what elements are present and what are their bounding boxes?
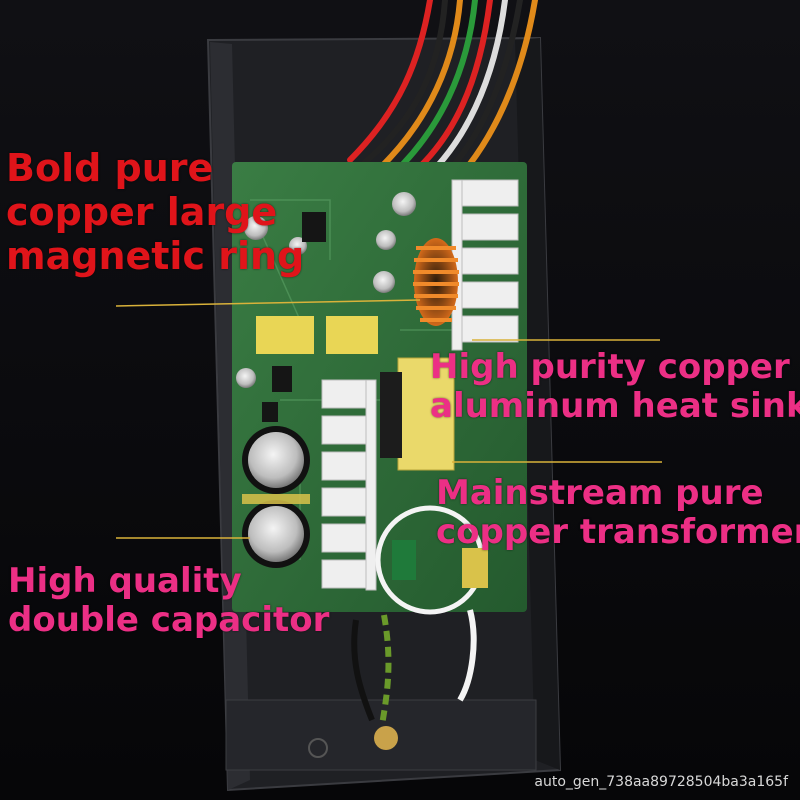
- callout-magnetic-ring: Bold pure copper large magnetic ring: [6, 146, 304, 278]
- double-capacitor: [242, 426, 310, 568]
- callout-line: High quality: [8, 561, 242, 601]
- callout-line: Bold pure: [6, 146, 214, 190]
- callout-line: High purity copper: [430, 347, 790, 387]
- callout-capacitor: High quality double capacitor: [8, 561, 330, 641]
- callout-line: aluminum heat sink: [430, 386, 800, 427]
- callout-line: magnetic ring: [6, 234, 305, 279]
- callout-line: copper large: [6, 190, 278, 235]
- leader-line-magnetic: [115, 299, 421, 307]
- aluminum-heat-sink: [451, 179, 519, 351]
- callout-line: double capacitor: [8, 600, 330, 641]
- small-capacitors: [236, 192, 416, 388]
- callout-heat-sink: High purity copper aluminum heat sink: [430, 347, 800, 427]
- copper-magnetic-ring: [413, 238, 459, 326]
- main-transformer: [380, 357, 455, 471]
- transformer-small: [256, 316, 378, 354]
- heat-sink-fins-left: [321, 379, 377, 591]
- callout-line: Mainstream pure: [436, 473, 764, 513]
- ic-chips: [262, 212, 326, 422]
- callout-transformer: Mainstream pure copper transformer: [436, 473, 800, 553]
- leader-lines: [115, 299, 662, 539]
- callout-line: copper transformer: [436, 512, 800, 553]
- watermark-text: auto_gen_738aa89728504ba3a165f: [534, 774, 788, 790]
- input-filter: [351, 505, 488, 750]
